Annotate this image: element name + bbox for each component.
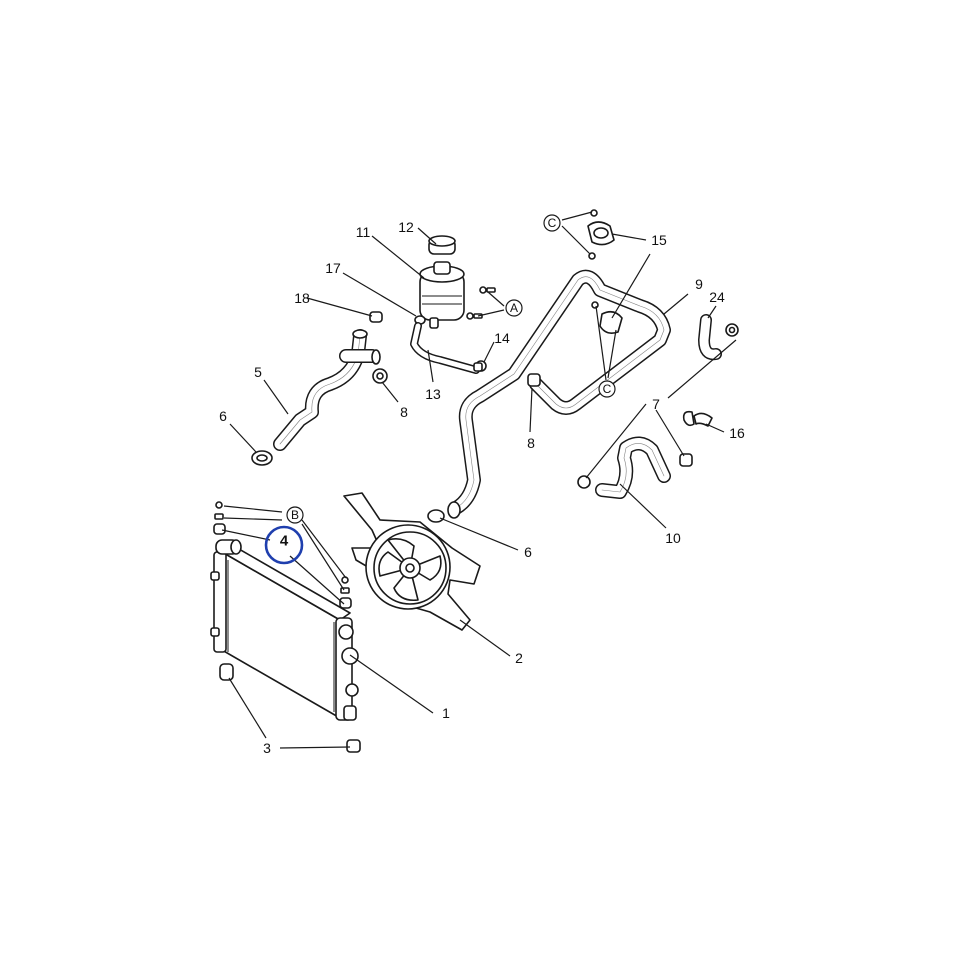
tank-hose <box>410 322 480 374</box>
callout-10: 10 <box>665 530 681 546</box>
ref-letter-C-bottom: C <box>598 380 616 398</box>
callout-labels: 1 2 3 5 6 6 7 8 8 9 10 11 12 13 14 15 16… <box>219 219 745 756</box>
ref-letter-A: A <box>505 299 523 317</box>
svg-text:B: B <box>291 508 299 522</box>
hose-clip-16 <box>682 410 713 427</box>
cooling-fan-assembly <box>343 492 481 631</box>
tank-fixing-screws <box>466 286 496 320</box>
radiator-lower-mount-bush <box>219 663 361 753</box>
callout-16: 16 <box>729 425 745 441</box>
expansion-tank <box>419 261 465 329</box>
svg-text:C: C <box>548 216 557 230</box>
leader-lines <box>221 211 737 749</box>
radiator <box>210 539 359 721</box>
callout-6-right: 6 <box>524 544 532 560</box>
callout-12: 12 <box>398 219 414 235</box>
svg-text:4: 4 <box>280 533 289 550</box>
callout-7: 7 <box>652 396 660 412</box>
callout-13: 13 <box>425 386 441 402</box>
svg-text:C: C <box>603 382 612 396</box>
callout-9: 9 <box>695 276 703 292</box>
callout-14: 14 <box>494 330 510 346</box>
hose-clip-14 <box>473 360 487 372</box>
ref-letter-C-top: C <box>543 214 561 232</box>
hose-clip-6-right <box>427 509 445 523</box>
expansion-tank-cap <box>428 235 456 255</box>
hose-clip-6-left <box>251 450 273 466</box>
thermostat-housing-15 <box>587 209 623 334</box>
callout-8-left: 8 <box>400 404 408 420</box>
highlighted-callout-4: 4 <box>264 525 304 565</box>
heater-hose-10 <box>577 436 693 499</box>
callout-24: 24 <box>709 289 725 305</box>
ref-letter-B: B <box>286 506 304 524</box>
callout-5: 5 <box>254 364 262 380</box>
callout-8-right: 8 <box>527 435 535 451</box>
callout-11: 11 <box>356 224 371 240</box>
callout-17: 17 <box>325 260 341 276</box>
svg-text:A: A <box>510 301 518 315</box>
radiator-bottom-hose <box>447 269 671 519</box>
radiator-top-hose <box>273 329 381 451</box>
callout-1: 1 <box>442 705 450 721</box>
hose-clip-8-left <box>372 368 388 384</box>
callout-6-left: 6 <box>219 408 227 424</box>
callout-2: 2 <box>515 650 523 666</box>
callout-15: 15 <box>651 232 667 248</box>
callout-18: 18 <box>294 290 310 306</box>
heater-hose-24 <box>698 314 739 361</box>
callout-3: 3 <box>263 740 271 756</box>
hose-clip-8-right <box>527 373 541 387</box>
hose-clip-18 <box>369 311 383 323</box>
